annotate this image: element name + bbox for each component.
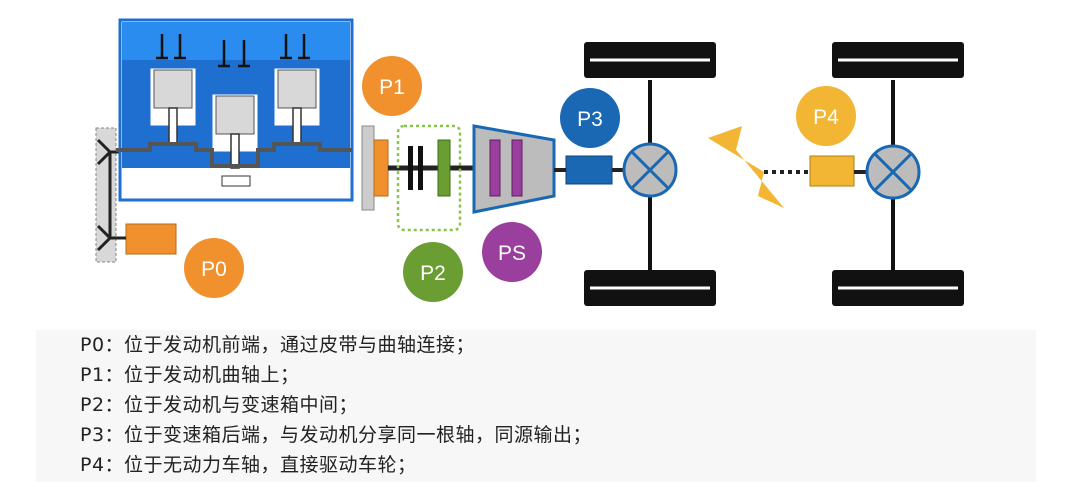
clutch-disc-1: [408, 146, 413, 190]
note-p1: P1：位于发动机曲轴上；: [80, 364, 300, 386]
p0-motor: [125, 223, 177, 255]
note-p4: P4：位于无动力车轴，直接驱动车轮；: [80, 454, 417, 476]
engine-head: [122, 22, 350, 62]
valves: [156, 34, 310, 68]
p3-motor: [565, 155, 613, 185]
front-diff-cross: [630, 150, 670, 190]
p1-badge-label: P1: [379, 76, 405, 99]
note-p3: P3：位于变速箱后端，与发动机分享同一根轴，同源输出；: [80, 424, 593, 446]
crankshaft-counterweight: [221, 175, 251, 187]
ps-badge: PS: [482, 222, 542, 282]
p0-badge-label: P0: [201, 258, 227, 281]
rear-diff-cross: [873, 152, 913, 192]
crankshaft: [116, 142, 352, 168]
p2-motor: [437, 139, 451, 197]
p0-badge: P0: [184, 238, 244, 298]
position-notes: P0：位于发动机前端，通过皮带与曲轴连接； P1：位于发动机曲轴上； P2：位于…: [36, 330, 1036, 482]
p3-badge-label: P3: [577, 108, 603, 131]
piston-1: [153, 69, 193, 109]
p4-motor: [809, 155, 855, 187]
p2-dashed-box: [396, 124, 462, 232]
ps-motor-1: [489, 139, 501, 197]
p4-badge-label: P4: [813, 106, 839, 129]
note-p0: P0：位于发动机前端，通过皮带与曲轴连接；: [80, 334, 476, 356]
p2-badge-label: P2: [420, 262, 446, 285]
p3-badge: P3: [560, 88, 620, 148]
flywheel-plate: [361, 125, 375, 211]
lightning-bolt-icon: [708, 126, 784, 208]
p1-badge: P1: [362, 56, 422, 116]
ps-badge-label: PS: [498, 242, 526, 265]
p4-badge: P4: [796, 86, 856, 146]
clutch-disc-2: [418, 146, 423, 190]
p1-motor: [373, 139, 389, 197]
piston-3: [277, 69, 317, 109]
ps-motor-2: [511, 139, 523, 197]
note-p2: P2：位于发动机与变速箱中间；: [80, 394, 359, 416]
p2-badge: P2: [403, 242, 463, 302]
piston-2: [215, 95, 255, 135]
